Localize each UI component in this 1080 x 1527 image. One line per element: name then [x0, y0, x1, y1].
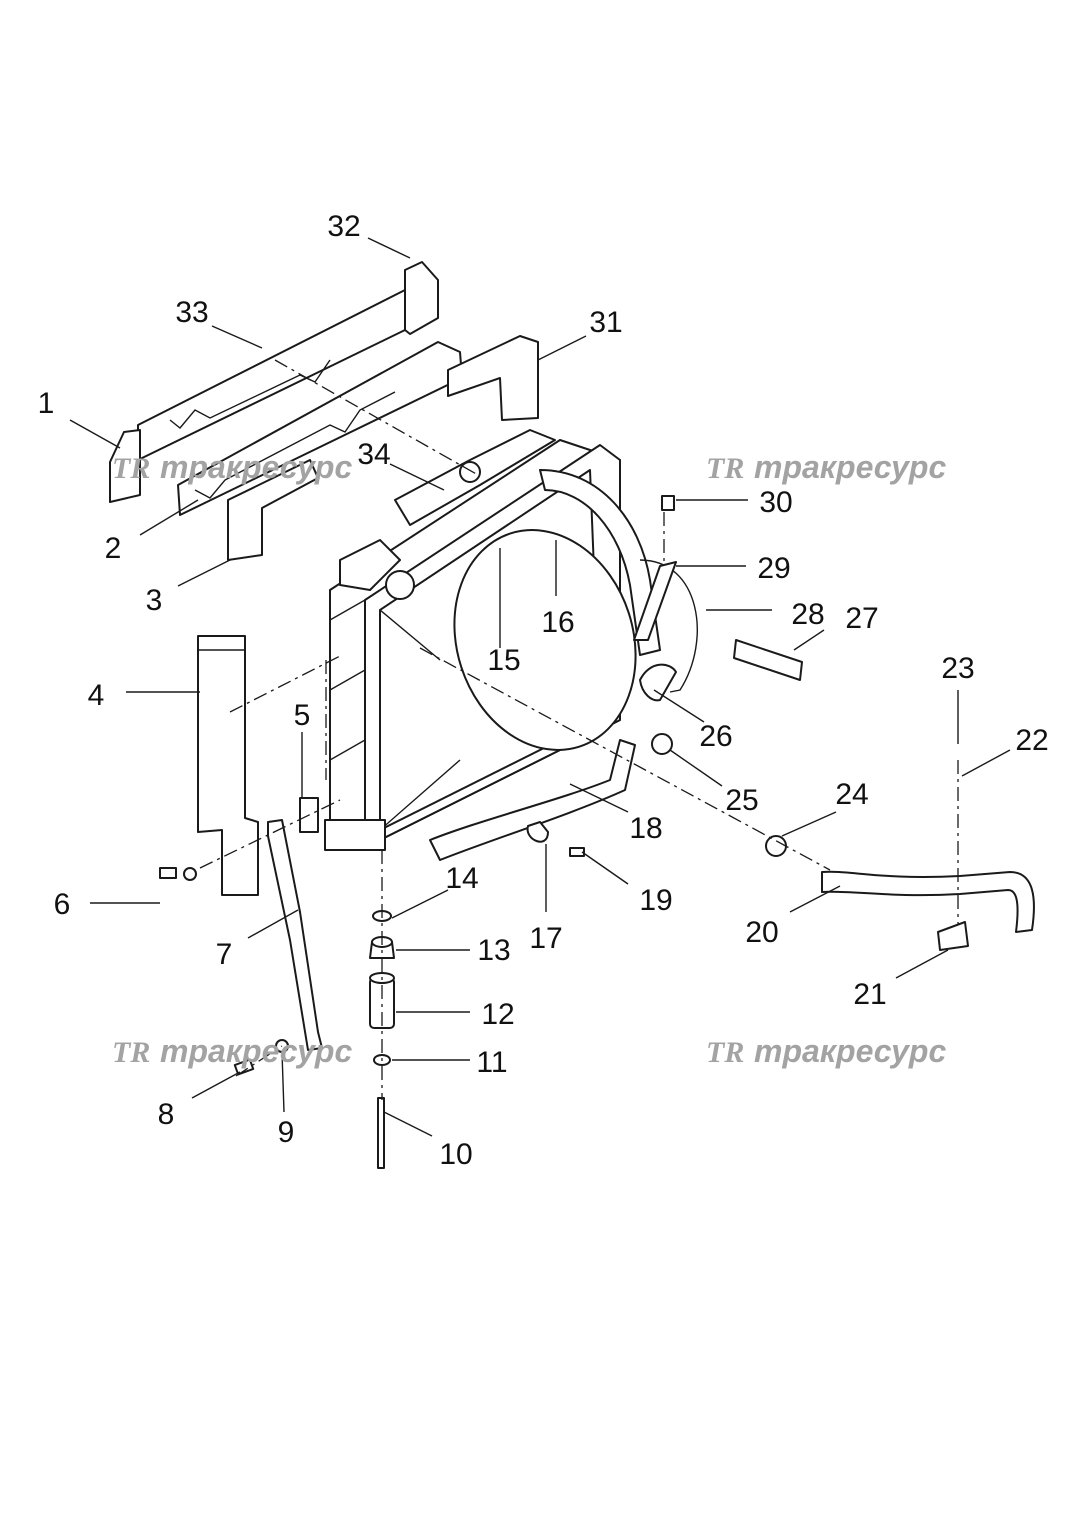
callout-16: 16 — [541, 606, 574, 639]
callout-10: 10 — [439, 1138, 472, 1171]
callout-32: 32 — [327, 210, 360, 243]
callout-14: 14 — [445, 862, 478, 895]
callout-12: 12 — [481, 998, 514, 1031]
watermark-logo: TR — [706, 1036, 744, 1069]
callout-17: 17 — [529, 922, 562, 955]
callout-6: 6 — [54, 888, 71, 921]
part-28-hose — [639, 559, 698, 693]
watermark-bottom-left: TR тракресурс — [112, 1033, 352, 1069]
leader-lines — [69, 237, 1011, 1137]
part-27-pad — [733, 639, 803, 681]
assembly-lines — [199, 359, 959, 1100]
watermark-text: тракресурс — [754, 1033, 946, 1069]
callout-1: 1 — [38, 387, 55, 420]
watermark-top-right: TR тракресурс — [706, 449, 946, 485]
radiator-assembly — [324, 429, 661, 861]
callout-18: 18 — [629, 812, 662, 845]
part-31-bracket — [447, 335, 539, 421]
callout-29: 29 — [757, 552, 790, 585]
part-7-strut — [267, 819, 323, 1051]
watermark-text: тракресурс — [160, 1033, 352, 1069]
watermark-logo: TR — [706, 452, 744, 485]
callout-8: 8 — [158, 1098, 175, 1131]
callout-27: 27 — [845, 602, 878, 635]
watermark-logo: TR — [112, 1036, 150, 1069]
part-4-side-cover — [197, 635, 259, 896]
part-6-bolt — [159, 867, 197, 881]
callout-23: 23 — [941, 652, 974, 685]
callout-26: 26 — [699, 720, 732, 753]
watermark-text: тракресурс — [160, 449, 352, 485]
callout-19: 19 — [639, 884, 672, 917]
part-1-end-block — [109, 429, 141, 503]
callout-15: 15 — [487, 644, 520, 677]
mount-stack — [369, 910, 395, 1169]
watermark-text: тракресурс — [754, 449, 946, 485]
part-3-lower-bracket — [227, 459, 319, 561]
callout-22: 22 — [1015, 724, 1048, 757]
callout-4: 4 — [88, 679, 105, 712]
callout-33: 33 — [175, 296, 208, 329]
watermark-logo: TR — [112, 452, 150, 485]
part-17-clamp — [526, 821, 549, 843]
callout-11: 11 — [476, 1046, 507, 1079]
part-30-cap — [661, 495, 675, 511]
callout-7: 7 — [216, 938, 233, 971]
callout-34: 34 — [357, 438, 390, 471]
callout-30: 30 — [759, 486, 792, 519]
part-19-bolt — [569, 847, 585, 857]
callout-31: 31 — [589, 306, 622, 339]
callout-24: 24 — [835, 778, 868, 811]
watermark-bottom-right: TR тракресурс — [706, 1033, 946, 1069]
callout-28: 28 — [791, 598, 824, 631]
part-20-hose — [821, 870, 1035, 933]
part-29-bracket — [633, 561, 677, 641]
callout-20: 20 — [745, 916, 778, 949]
callout-21: 21 — [853, 978, 886, 1011]
callout-25: 25 — [725, 784, 758, 817]
part-25-clamp — [651, 733, 673, 755]
part-24-clamp — [765, 835, 787, 857]
part-26-elbow — [639, 663, 677, 702]
part-8-bolt — [233, 1058, 255, 1076]
part-21-bracket — [937, 921, 969, 951]
callout-3: 3 — [146, 584, 163, 617]
callout-labels: 1 2 3 4 5 6 7 8 9 10 11 12 13 14 15 16 1… — [38, 210, 1049, 1171]
callout-9: 9 — [278, 1116, 295, 1149]
callout-13: 13 — [477, 934, 510, 967]
callout-5: 5 — [294, 699, 311, 732]
callout-2: 2 — [105, 532, 122, 565]
watermark-top-left: TR тракресурс — [112, 449, 352, 485]
